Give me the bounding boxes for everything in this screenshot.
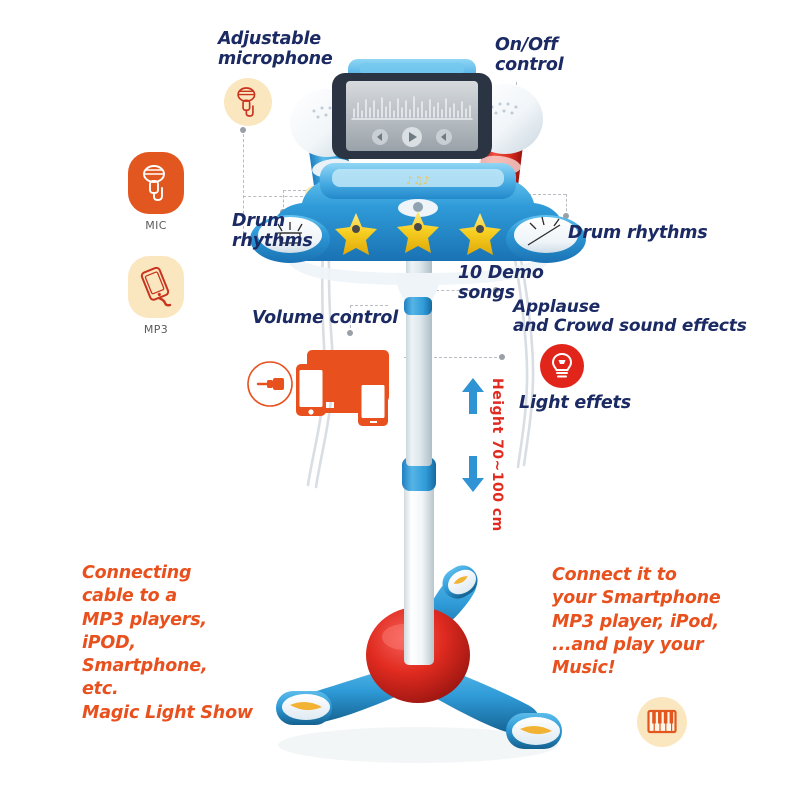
callout-drum-rhythms-right: Drum rhythms <box>568 223 708 243</box>
lightbulb-icon <box>551 352 573 378</box>
speaker-grille <box>332 169 504 187</box>
devices-icon <box>296 350 389 426</box>
callout-on-off-control: On/Off control <box>495 35 564 75</box>
promo-right-text: Connect it to your Smartphone MP3 player… <box>552 565 721 679</box>
leader-line-drum-right <box>508 194 566 195</box>
height-arrow-icon <box>462 378 484 492</box>
promo-left-text: Connecting cable to a MP3 players, iPOD,… <box>82 563 253 723</box>
control-panel: ♪♫♪ <box>250 163 586 315</box>
leader-line-drum-left-2 <box>283 190 284 212</box>
star-button-2 <box>397 211 439 253</box>
leader-dot-light <box>499 354 505 360</box>
star-button-3 <box>459 213 501 255</box>
leader-dot-drum-right <box>563 213 569 219</box>
leader-line-applause <box>436 290 496 291</box>
badge-adjustable-mic <box>224 78 272 126</box>
audio-waveform-icon <box>351 96 473 120</box>
callout-drum-rhythms-left: Drum rhythms <box>232 211 313 251</box>
drum-pad-left <box>250 215 330 263</box>
callout-volume-control: Volume control <box>252 308 399 328</box>
leader-line-volume <box>350 305 388 306</box>
leader-line-volume-2 <box>350 305 351 333</box>
leader-line-mic-body <box>243 196 303 197</box>
leader-dot-adjustable-mic <box>240 127 246 133</box>
leader-dot-volume <box>347 330 353 336</box>
product-illustration: ♪♫♪ <box>250 59 586 763</box>
callout-applause-crowd: Applause and Crowd sound effects <box>513 297 747 337</box>
volume-control-illustration <box>247 350 389 426</box>
drum-pad-right <box>506 215 586 263</box>
microphone-icon <box>237 87 256 117</box>
mp3-player-icon <box>140 266 172 307</box>
leader-line-drum-right-2 <box>566 194 567 216</box>
mp3-badge-shape <box>128 256 184 318</box>
leader-line-adjustable-mic-2 <box>243 134 244 234</box>
svg-text:♪♫♪: ♪♫♪ <box>406 174 430 187</box>
star-button-1 <box>335 213 377 255</box>
callout-adjustable-microphone: Adjustable microphone <box>218 29 333 69</box>
callout-demo-songs: 10 Demo songs <box>458 263 544 303</box>
callout-light-effects: Light effets <box>519 393 631 413</box>
badge-mic-caption: MIC <box>145 219 167 232</box>
leader-line-light <box>404 357 502 358</box>
height-spec-label: Height 70~100 cm <box>489 378 505 532</box>
badge-mic: MIC <box>126 152 186 232</box>
badge-mp3: MP3 <box>124 256 188 336</box>
piano-keys-icon <box>647 709 677 734</box>
leader-dot-applause <box>493 287 499 293</box>
microphone-icon <box>143 165 165 201</box>
mic-badge-shape <box>128 152 184 214</box>
audio-jack-icon <box>247 361 293 407</box>
badge-light-effects <box>540 344 584 388</box>
smartphone <box>332 73 492 159</box>
badge-mp3-caption: MP3 <box>143 323 169 336</box>
badge-piano <box>637 697 687 747</box>
